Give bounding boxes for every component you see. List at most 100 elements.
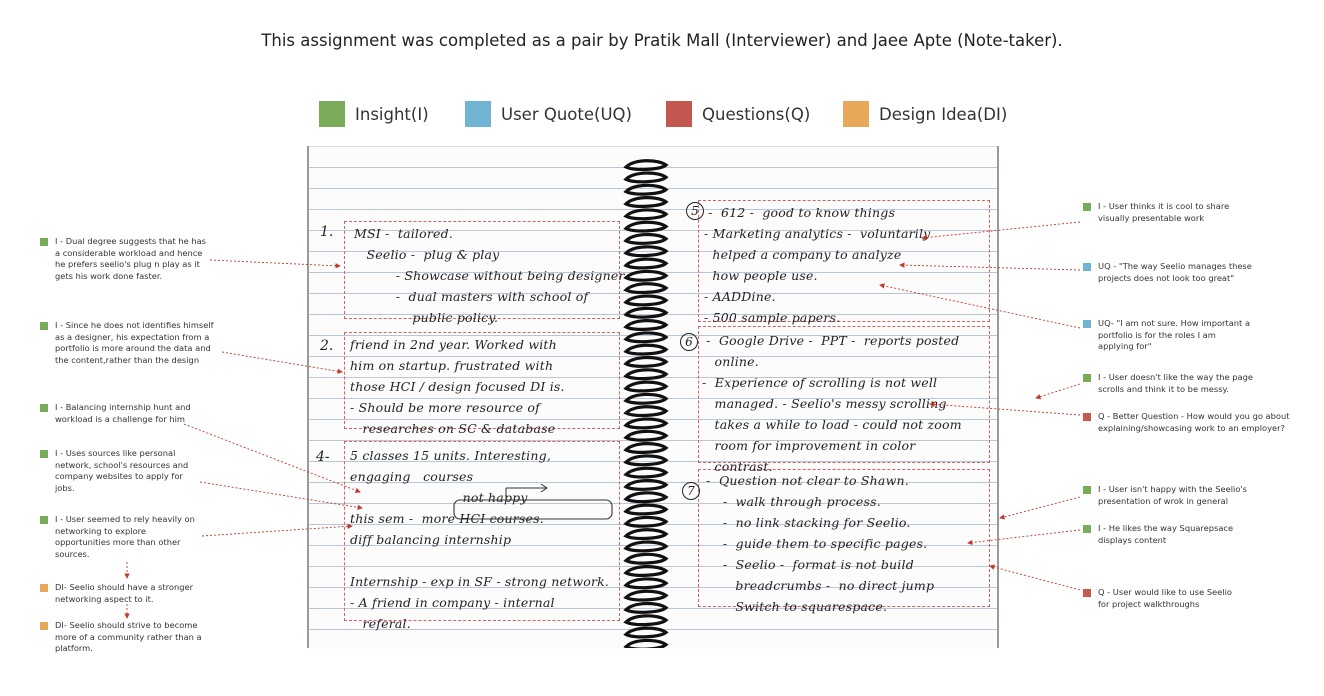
arrow-connector (221, 351, 343, 374)
section-box-7 (698, 469, 990, 607)
spiral-coil (623, 466, 669, 479)
legend-questions: Questions(Q) (666, 100, 810, 128)
annotation-design-idea: DI- Seelio should have a stronger networ… (40, 582, 200, 605)
annotation-text: Q - Better Question - How would you go a… (1098, 411, 1290, 433)
quote-dot (1083, 320, 1091, 328)
spiral-coil (623, 528, 669, 541)
arrow-connector (921, 221, 1081, 241)
annotation-text: I - User seemed to rely heavily on netwo… (55, 514, 195, 559)
arrow-connector (209, 259, 341, 269)
legend-label: Questions(Q) (702, 104, 811, 124)
annotation-user-quote: UQ- "I am not sure. How important a port… (1083, 318, 1253, 353)
insight-dot (40, 322, 48, 330)
arrow-connector (201, 523, 353, 537)
section-number: 1. (320, 224, 334, 240)
handwritten-notes: 5 classes 15 units. Interesting, engagin… (350, 448, 610, 631)
spiral-coil (623, 503, 669, 516)
annotation-text: I - User thinks it is cool to share visu… (1098, 201, 1230, 223)
arrow-connector (879, 283, 1081, 329)
insight-dot (1083, 486, 1091, 494)
spiral-coil (623, 331, 669, 344)
page-edge-left (307, 146, 309, 648)
quote-dot (1083, 263, 1091, 271)
annotation-insight: I - Balancing internship hunt and worklo… (40, 402, 200, 425)
legend-label: User Quote(UQ) (501, 104, 632, 124)
handwritten-notes: friend in 2nd year. Worked with him on s… (350, 337, 565, 436)
spiral-coil (623, 626, 669, 639)
annotation-insight: I - He likes the way Squarepsace display… (1083, 523, 1268, 546)
spiral-coil (623, 294, 669, 307)
section-number: 5 (686, 202, 704, 220)
spiral-coil (623, 577, 669, 590)
spiral-coil (623, 208, 669, 221)
spiral-binding (623, 159, 669, 648)
spiral-coil (623, 614, 669, 627)
annotation-text: DI- Seelio should have a stronger networ… (55, 582, 194, 604)
spiral-coil (623, 515, 669, 528)
insight-dot (1083, 525, 1091, 533)
annotation-text: I - User isn't happy with the Seelio's p… (1098, 484, 1248, 506)
legend-insight: Insight(I) (319, 100, 429, 128)
question-dot (1083, 413, 1091, 421)
annotation-text: UQ - "The way Seelio manages these proje… (1098, 261, 1252, 283)
spiral-coil (623, 392, 669, 405)
arrow-connector (967, 529, 1081, 546)
spiral-coil (623, 257, 669, 270)
handwritten-circle-mark (453, 483, 613, 520)
arrow-connector (199, 481, 363, 510)
annotation-insight: I - Since he does not identifies himself… (40, 320, 216, 366)
annotation-text: I - Uses sources like personal network, … (55, 448, 189, 493)
spiral-coil (623, 232, 669, 245)
spiral-coil (623, 196, 669, 208)
idea-swatch (843, 101, 869, 127)
arrow-connector (989, 564, 1081, 591)
annotation-text: DI- Seelio should strive to become more … (55, 620, 202, 653)
annotation-question: Q - User would like to use Seelio for pr… (1083, 587, 1243, 610)
assignment-credit: This assignment was completed as a pair … (261, 31, 1063, 50)
arrow-connector (1035, 383, 1081, 400)
spiral-coil (623, 540, 669, 553)
annotation-user-quote: UQ - "The way Seelio manages these proje… (1083, 261, 1268, 284)
spiral-coil (623, 306, 669, 319)
insight-dot (40, 516, 48, 524)
section-box-6 (698, 326, 990, 463)
spiral-coil (623, 429, 669, 442)
question-swatch (666, 101, 692, 127)
annotation-text: I - User doesn't like the way the page s… (1098, 372, 1253, 394)
annotation-insight: I - User thinks it is cool to share visu… (1083, 201, 1258, 224)
insight-dot (40, 450, 48, 458)
arrow-connector (929, 401, 1081, 416)
annotation-insight: I - Uses sources like personal network, … (40, 448, 200, 494)
section-box-4 (344, 441, 620, 621)
annotation-text: I - Dual degree suggests that he has a c… (55, 236, 207, 281)
idea-dot (40, 584, 48, 592)
question-dot (1083, 589, 1091, 597)
section-number: 6 (680, 333, 698, 351)
insight-dot (1083, 203, 1091, 211)
insight-dot (40, 404, 48, 412)
annotation-insight: I - User doesn't like the way the page s… (1083, 372, 1263, 395)
annotation-insight: I - User isn't happy with the Seelio's p… (1083, 484, 1268, 507)
annotation-text: I - Since he does not identifies himself… (55, 320, 214, 365)
handwritten-notes: - 612 - good to know things - Marketing … (704, 205, 931, 325)
legend-label: Insight(I) (355, 104, 429, 124)
annotation-text: I - Balancing internship hunt and worklo… (55, 402, 191, 424)
page-edge-right (997, 146, 999, 648)
spiral-coil (623, 368, 669, 381)
annotation-text: I - He likes the way Squarepsace display… (1098, 523, 1234, 545)
spiral-coil (623, 417, 669, 430)
spiral-coil (623, 269, 669, 282)
spiral-coil (623, 245, 669, 258)
section-box-5 (698, 200, 990, 322)
spiral-coil (623, 380, 669, 393)
spiral-coil (623, 282, 669, 295)
quote-swatch (465, 101, 491, 127)
insight-swatch (319, 101, 345, 127)
annotation-insight: I - Dual degree suggests that he has a c… (40, 236, 212, 282)
annotation-question: Q - Better Question - How would you go a… (1083, 411, 1298, 434)
handwritten-notes: - Question not clear to Shawn. - walk th… (706, 473, 935, 614)
insight-dot (40, 238, 48, 246)
spiral-coil (623, 405, 669, 418)
spiral-coil (623, 220, 669, 233)
spiral-coil (623, 355, 669, 368)
